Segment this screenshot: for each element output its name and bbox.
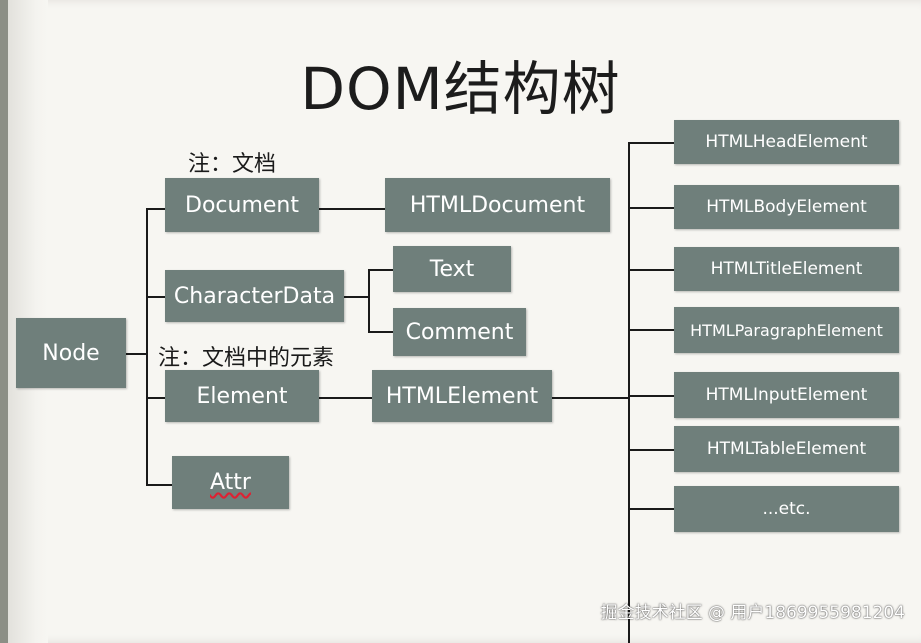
htmltitleelement-box: HTMLTitleElement — [674, 247, 899, 291]
connector-trunk-to-paragraph — [628, 329, 674, 331]
connector-branch-to-text — [368, 269, 393, 271]
connector-characterdata-branch — [368, 269, 370, 332]
comment-box: Comment — [393, 308, 526, 356]
connector-trunk-to-input — [628, 395, 674, 397]
etc-box: ...etc. — [674, 486, 899, 532]
connector-trunk-to-head — [628, 142, 674, 144]
document-box: Document — [165, 178, 319, 232]
attr-box: Attr — [172, 456, 289, 509]
connector-element-to-htmlelement — [319, 397, 372, 399]
connector-trunk-to-etc — [628, 508, 674, 510]
connector-node-to-trunk — [126, 353, 148, 355]
connector-characterdata-out — [344, 296, 368, 298]
connector-htmlelement-trunk — [628, 142, 630, 643]
connector-trunk-to-title — [628, 269, 674, 271]
watermark-text: 掘金技术社区 @ 用户1869955981204 — [600, 603, 905, 623]
htmlinputelement-box: HTMLInputElement — [674, 372, 899, 418]
text-box: Text — [393, 246, 511, 292]
connector-trunk-to-element — [146, 397, 165, 399]
htmlbodyelement-box: HTMLBodyElement — [674, 185, 899, 229]
htmlheadelement-box: HTMLHeadElement — [674, 120, 899, 164]
connector-trunk-to-attr — [146, 484, 172, 486]
document-note: 注：文档 — [188, 152, 277, 177]
htmlparagraphelement-box: HTMLParagraphElement — [674, 307, 899, 353]
htmlelement-box: HTMLElement — [372, 370, 552, 422]
connector-main-trunk — [146, 208, 148, 485]
element-box: Element — [165, 370, 319, 422]
diagram-title: DOM结构树 — [300, 55, 621, 123]
connector-branch-to-comment — [368, 331, 393, 333]
connector-document-to-htmldocument — [319, 208, 385, 210]
connector-trunk-to-table — [628, 449, 674, 451]
htmltableelement-box: HTMLTableElement — [674, 426, 899, 472]
attr-label: Attr — [210, 470, 251, 495]
characterdata-box: CharacterData — [165, 270, 344, 322]
connector-trunk-to-characterdata — [146, 296, 165, 298]
connector-trunk-to-document — [146, 208, 165, 210]
node-box: Node — [16, 318, 126, 388]
connector-htmlelement-out — [552, 397, 630, 399]
element-note: 注：文档中的元素 — [158, 346, 335, 371]
connector-trunk-to-body — [628, 207, 674, 209]
htmldocument-box: HTMLDocument — [385, 178, 610, 232]
